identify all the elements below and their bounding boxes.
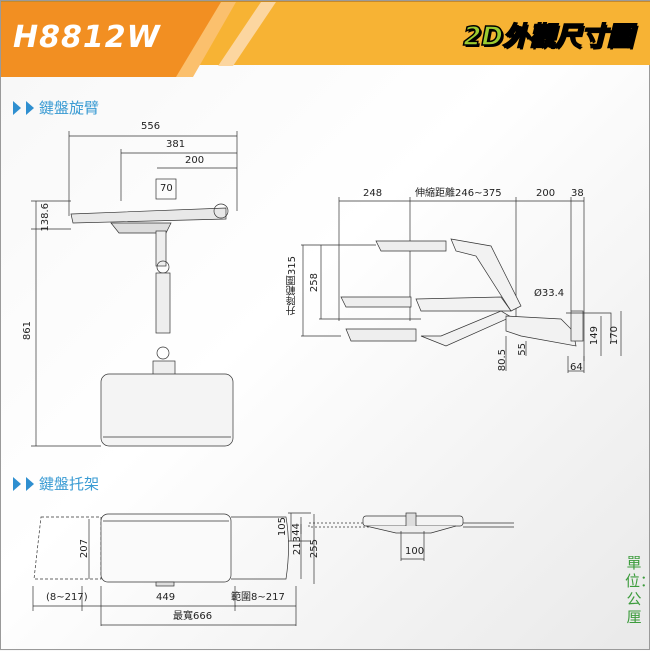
play-icon [26,476,34,491]
dim-170: 170 [609,326,620,346]
page-title: 2D外觀尺寸圖 [463,16,634,53]
play-icon [13,100,21,115]
dim-38: 38 [571,188,584,199]
play-icon [13,476,21,491]
dim-258: 258 [309,273,320,293]
dim-200: 200 [185,155,205,166]
dim-100: 100 [405,546,425,557]
dim-255: 255 [309,539,320,559]
dim-extend-range: 伸縮距離246~375 [415,188,502,199]
dim-200-side: 200 [536,188,556,199]
section-label: 鍵盤旋臂 [39,99,100,117]
dim-213: 213 [292,536,303,556]
dim-556: 556 [141,121,161,132]
dim-pole-diameter: Ø33.4 [534,288,565,299]
dim-149: 149 [589,326,600,346]
dim-80-5: 80.5 [497,349,508,372]
dim-861: 861 [22,321,33,341]
dim-449: 449 [156,592,176,603]
unit-label: 單位：公厘 [625,554,650,626]
dim-105: 105 [277,517,288,537]
dim-207: 207 [79,539,90,559]
tray-top-view-drawing [32,513,315,626]
dim-max-width: 最寬666 [173,611,213,622]
dim-381: 381 [166,139,186,150]
dim-55: 55 [517,343,528,356]
dim-right-range: 範圍8~217 [231,592,285,603]
title-white: 尺寸圖 [554,21,634,53]
tray-side-view-drawing [288,512,514,561]
arm-top-view-drawing [31,131,238,447]
dim-64: 64 [570,362,583,373]
dim-lift-range: 升降範圍315 [287,256,298,316]
play-icon [26,100,34,115]
arm-side-view-drawing [301,197,622,373]
dim-44: 44 [291,523,302,536]
header-banner: H8812W 2D外觀尺寸圖 [1,1,650,77]
section-title-arm: 鍵盤旋臂 [13,97,99,118]
section-title-tray: 鍵盤托架 [13,473,99,494]
dim-70: 70 [160,183,173,194]
dim-138-6: 138.6 [40,203,51,232]
section-label: 鍵盤托架 [39,475,100,493]
dim-left-range: (8~217) [46,592,88,603]
title-green: 2D外觀 [463,21,556,53]
dim-248: 248 [363,188,383,199]
model-number: H8812W [13,20,161,55]
